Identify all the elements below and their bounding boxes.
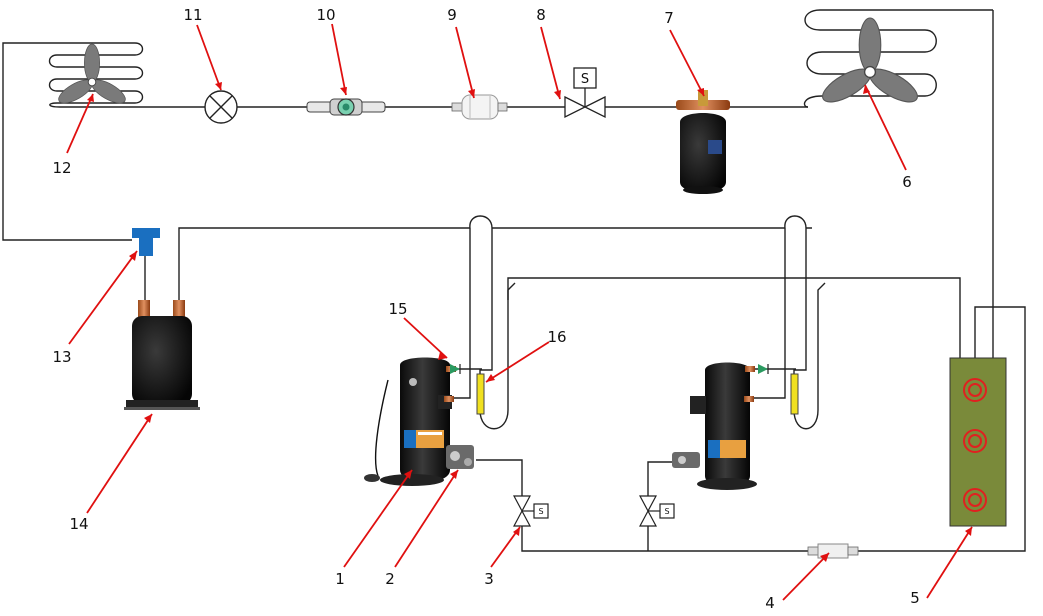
label-15: 15 [388, 300, 407, 318]
coil-ring [963, 378, 987, 402]
label-16: 16 [547, 328, 566, 346]
label-11: 11 [183, 6, 202, 24]
label-9: 9 [447, 6, 457, 24]
solenoid-label: S [581, 72, 589, 87]
piping [2, 10, 1026, 552]
label-14: 14 [69, 515, 88, 533]
condenser-right [803, 9, 993, 110]
check-valve-icon [450, 364, 461, 374]
expansion-valve-icon [204, 90, 238, 124]
solenoid-valve-icon: S [513, 495, 549, 527]
label-2: 2 [385, 570, 395, 588]
label-4: 4 [765, 594, 775, 612]
leader-lines [66, 23, 973, 601]
discharge-header-3 [817, 282, 826, 300]
comp2-loop [784, 215, 819, 430]
label-6: 6 [902, 173, 912, 191]
label-8: 8 [536, 6, 546, 24]
sight-glass-icon [476, 373, 485, 415]
solenoid-valve-icon: S [639, 495, 675, 527]
filter-drier-icon [807, 543, 859, 559]
check-valve-icon [758, 364, 769, 374]
label-12: 12 [52, 159, 71, 177]
coil-ring [963, 488, 987, 512]
condenser-right-coil [803, 9, 993, 108]
comp2-suction [750, 228, 786, 399]
label-13: 13 [52, 348, 71, 366]
solenoid-valve-icon: S [564, 67, 606, 119]
label-10: 10 [316, 6, 335, 24]
suction-line [178, 227, 812, 300]
evaporator-left-line [2, 42, 132, 241]
compressor-icon [672, 362, 757, 490]
discharge-header-2 [507, 282, 516, 300]
component-labels: 1 2 3 4 5 6 7 8 9 10 11 12 13 14 15 16 [52, 6, 919, 612]
label-5: 5 [910, 589, 920, 607]
evaporator-left [48, 42, 144, 109]
plate-heat-exchanger-icon [949, 357, 1007, 527]
tee-connector-icon [132, 228, 160, 256]
receiver-tank-icon [676, 90, 730, 194]
comp1-loop [469, 215, 509, 430]
injection-line [476, 306, 1026, 552]
filter-drier-icon [451, 94, 508, 120]
discharge-header [507, 277, 961, 358]
sight-glass-icon [790, 373, 799, 415]
label-7: 7 [664, 9, 674, 27]
coil-ring [963, 429, 987, 453]
injection-branch [647, 461, 672, 551]
solenoid-label: S [538, 507, 543, 516]
comp1-suction [450, 228, 471, 399]
solenoid-label: S [664, 507, 669, 516]
label-1: 1 [335, 570, 345, 588]
compressor-icon [364, 357, 474, 486]
accumulator-icon [124, 300, 200, 410]
label-3: 3 [484, 570, 494, 588]
sight-glass-icon [306, 98, 386, 116]
